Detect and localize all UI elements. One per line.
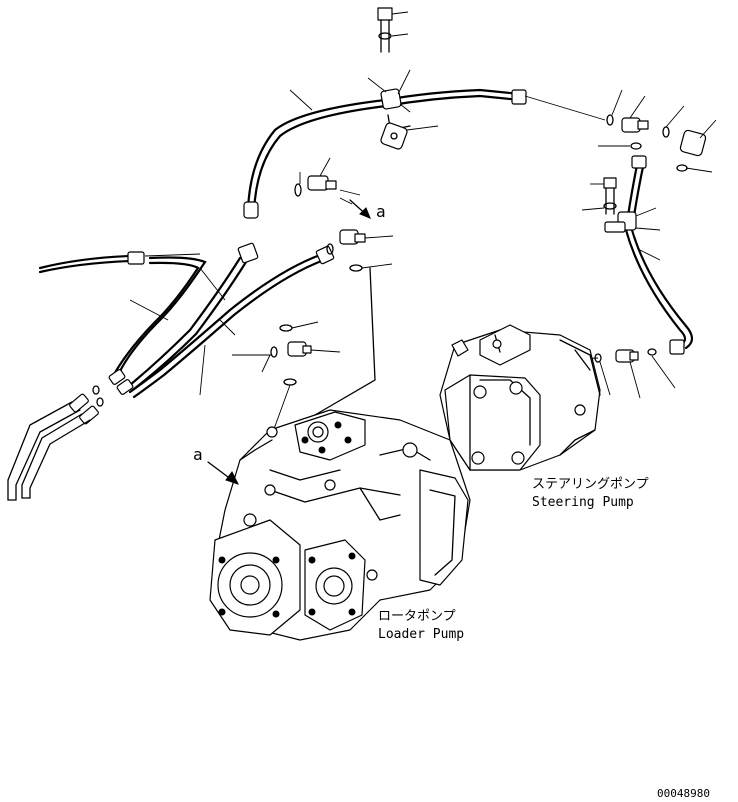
loader-pump-drawing xyxy=(207,409,471,641)
left-hose-bundle xyxy=(7,242,335,501)
drawing-number: 00048980 xyxy=(657,787,710,800)
steering-line xyxy=(559,89,717,399)
steering-pump-label-en: Steering Pump xyxy=(532,495,634,510)
middle-fittings xyxy=(232,157,394,441)
steering-pump-drawing xyxy=(439,324,601,471)
steering-pump-label-jp: ステアリングポンプ xyxy=(532,477,649,492)
loader-pump-label-jp: ロータポンプ xyxy=(378,609,456,624)
reference-letter-a-lower: a xyxy=(193,445,203,464)
reference-letter-a-upper: a xyxy=(376,202,386,221)
loader-pump-label-en: Loader Pump xyxy=(378,627,464,642)
top-hose xyxy=(243,7,606,219)
